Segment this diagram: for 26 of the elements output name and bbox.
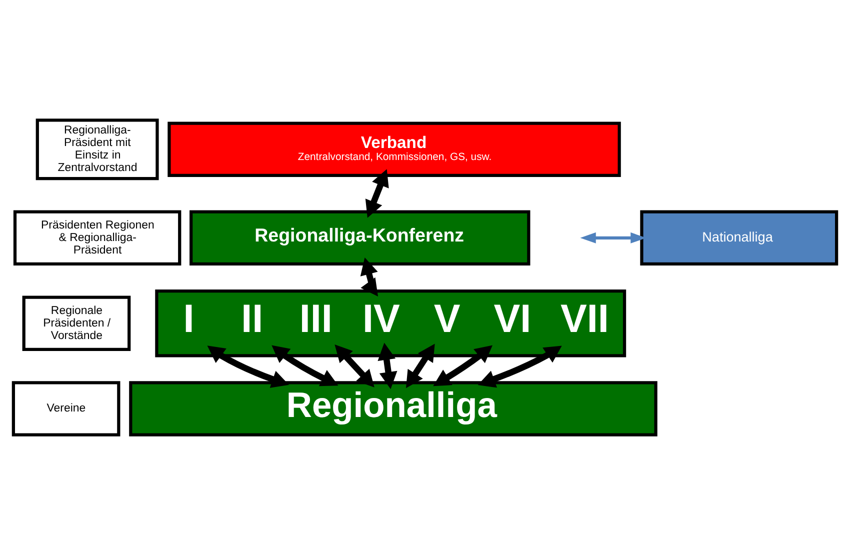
arrow — [478, 345, 562, 388]
node-text: III — [299, 296, 332, 341]
arrow — [207, 345, 289, 388]
arrow — [360, 256, 378, 296]
node-box: Vereine — [12, 380, 120, 436]
node-box: Präsidenten Regionen & Regionalliga-Präsident — [13, 210, 182, 266]
node-box: Regionalliga-Konferenz — [190, 210, 530, 266]
node-text: II — [241, 296, 264, 341]
arrow — [406, 343, 435, 388]
node-box: Nationalliga — [640, 210, 838, 266]
node-text: I — [183, 296, 194, 341]
node-box: Regionalliga-Präsident mit Einsitz in Zentralvorstand — [36, 118, 159, 180]
node-box: Regionale Präsidenten / Vorstände — [22, 295, 131, 350]
node-text: VII — [560, 296, 609, 341]
arrow — [433, 344, 492, 386]
arrow — [378, 342, 398, 389]
arrow — [272, 344, 338, 386]
arrow — [334, 344, 374, 387]
node-text: V — [434, 296, 460, 341]
node-box: Verband Zentralvorstand, Kommissionen, GS, usw. — [168, 121, 621, 176]
node-text: VI — [494, 296, 532, 341]
arrow — [580, 232, 646, 243]
arrow — [365, 168, 389, 218]
node-text: IV — [362, 296, 400, 341]
cluster — [155, 288, 626, 357]
node-box: Regionalliga — [129, 380, 658, 436]
